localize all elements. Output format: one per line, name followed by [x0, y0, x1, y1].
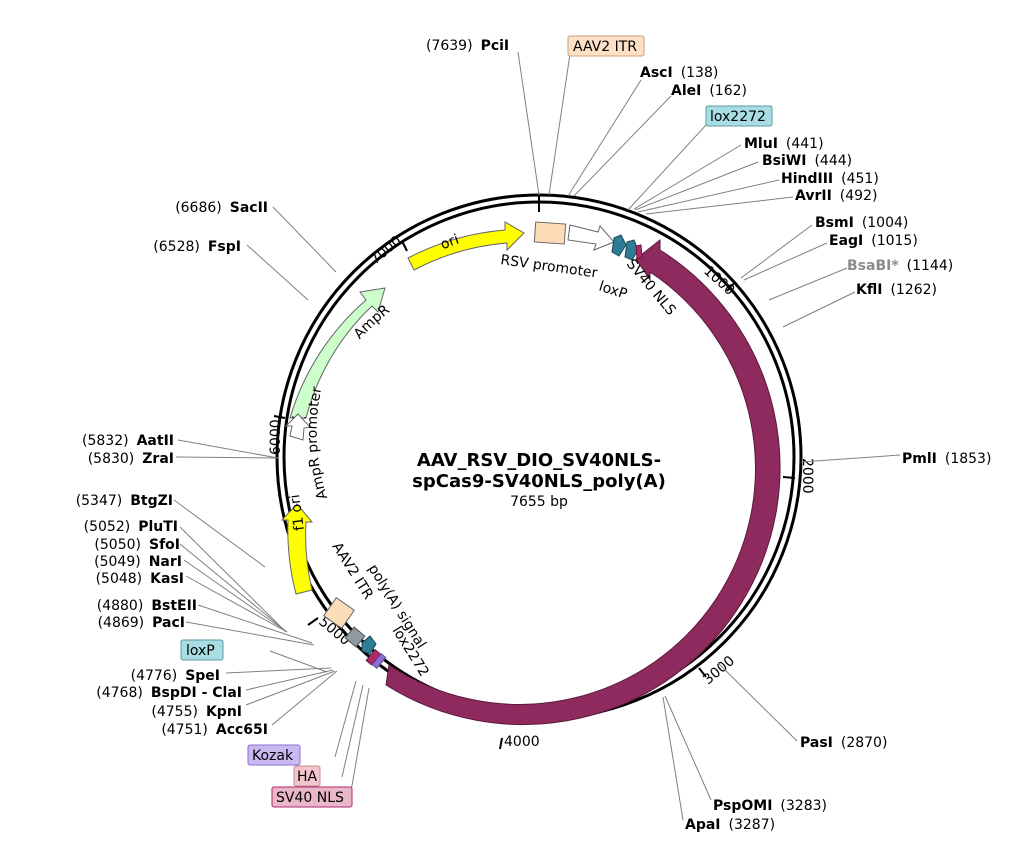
site-bsiwi[interactable]: BsiWI(444): [762, 153, 852, 169]
tick-7000: [401, 240, 408, 252]
site-kpni[interactable]: (4755)KpnI: [151, 704, 242, 720]
plasmid-size: 7655 bp: [510, 494, 568, 510]
f1-ori-feature[interactable]: [280, 503, 314, 595]
site-sfoi[interactable]: (5050)SfoI: [94, 537, 180, 553]
site-psppomi[interactable]: PspOMI(3283): [713, 798, 827, 814]
boxed-labels: AAV2 ITR lox2272 loxP Kozak HA SV40 NLS: [180, 35, 773, 808]
site-kasi[interactable]: (5048)KasI: [96, 571, 184, 587]
sites-right: (7639)PciI AscI(138) AleI(162) MluI(441)…: [426, 38, 991, 833]
rsv-promoter-box[interactable]: [533, 221, 567, 245]
svg-text:Kozak: Kozak: [252, 748, 294, 764]
cas9-feature[interactable]: [385, 238, 781, 726]
site-aatii[interactable]: (5832)AatII: [82, 433, 174, 449]
boxed-loxp[interactable]: loxP: [180, 639, 224, 661]
svg-text:SV40 NLS: SV40 NLS: [276, 790, 344, 806]
loxp-top-label: loxP: [597, 279, 629, 303]
site-bsmi[interactable]: BsmI(1004): [815, 215, 908, 231]
svg-text:HA: HA: [297, 769, 318, 785]
ampr-promoter-feature[interactable]: [284, 413, 311, 441]
svg-text:AmpR promoter: AmpR promoter: [305, 385, 331, 501]
loxp-top-feature[interactable]: [611, 234, 627, 257]
site-zrai[interactable]: (5830)ZraI: [88, 451, 174, 467]
boxed-aav2-itr[interactable]: AAV2 ITR: [567, 35, 645, 57]
tick-5000: [307, 617, 319, 626]
plasmid-name-line2: spCas9-SV40NLS_poly(A): [412, 471, 666, 492]
site-mlui[interactable]: MluI(441): [744, 136, 824, 152]
svg-text:AAV2 ITR: AAV2 ITR: [573, 39, 637, 55]
tick-label-2000: 2000: [799, 458, 815, 494]
tick-2000: [782, 476, 796, 479]
site-nari[interactable]: (5049)NarI: [94, 554, 182, 570]
boxed-lox2272[interactable]: lox2272: [705, 105, 773, 127]
ampr-promoter-label: AmpR promoter: [305, 385, 331, 501]
tick-label-7000: 7000: [367, 233, 405, 268]
aav2-itr-bottom-box[interactable]: [322, 596, 356, 630]
boxed-ha[interactable]: HA: [293, 765, 321, 787]
ori-label: ori: [438, 232, 461, 254]
site-paci[interactable]: (4869)PacI: [98, 615, 185, 631]
sv40-nls-top-feature[interactable]: [635, 244, 643, 260]
site-eagi[interactable]: EagI(1015): [829, 233, 918, 249]
sites-left: (4751)Acc65I (4755)KpnI (4768)BspDI - Cl…: [76, 200, 268, 738]
svg-text:loxP: loxP: [186, 643, 215, 659]
site-pluti[interactable]: (5052)PluTI: [84, 519, 178, 535]
lox2272-bottom-feature[interactable]: [361, 635, 377, 655]
tick-label-4000: 4000: [504, 734, 540, 750]
site-hindiii[interactable]: HindIII(451): [781, 171, 879, 187]
site-bsteii[interactable]: (4880)BstEII: [97, 598, 197, 614]
site-alei[interactable]: AleI(162): [671, 83, 747, 99]
site-pasi[interactable]: PasI(2870): [800, 735, 887, 751]
leader-lines: [173, 51, 901, 821]
site-bspdi-clai[interactable]: (4768)BspDI - ClaI: [96, 685, 242, 701]
kozak-feature[interactable]: [371, 653, 387, 669]
site-btgzi[interactable]: (5347)BtgZI: [76, 493, 173, 509]
site-apai[interactable]: ApaI(3287): [685, 817, 775, 833]
site-fspi[interactable]: (6528)FspI: [153, 239, 241, 255]
plasmid-title: AAV_RSV_DIO_SV40NLS- spCas9-SV40NLS_poly…: [412, 450, 666, 510]
site-avrii[interactable]: AvrII(492): [795, 188, 877, 204]
ori-feature[interactable]: [407, 221, 525, 271]
site-spei[interactable]: (4776)SpeI: [131, 668, 220, 684]
f1-ori-label: f1 ori: [287, 493, 308, 531]
site-pmli[interactable]: PmlI(1853): [902, 451, 991, 467]
site-kfli[interactable]: KflI(1262): [856, 282, 937, 298]
ampr-feature[interactable]: [289, 287, 386, 419]
svg-text:ori: ori: [438, 232, 461, 254]
site-pcii[interactable]: (7639)PciI: [426, 38, 509, 54]
site-acc65i[interactable]: (4751)Acc65I: [161, 722, 268, 738]
rsv-promoter-label: RSV promoter: [499, 252, 598, 281]
tick-marks: [273, 195, 796, 750]
boxed-sv40-nls[interactable]: SV40 NLS: [271, 786, 353, 808]
lox-top-feature[interactable]: [624, 239, 639, 261]
boxed-kozak[interactable]: Kozak: [247, 744, 301, 766]
site-sacii[interactable]: (6686)SacII: [175, 200, 268, 216]
tick-6000: [273, 415, 286, 419]
tick-label-6000: 6000: [268, 419, 284, 455]
rsv-promoter-feature[interactable]: [567, 224, 615, 251]
site-asci[interactable]: AscI(138): [640, 65, 718, 81]
tick-1000: [726, 281, 736, 292]
plasmid-name-line1: AAV_RSV_DIO_SV40NLS-: [417, 450, 661, 471]
svg-text:lox2272: lox2272: [710, 109, 766, 125]
cas9-label: Cas9: [701, 548, 730, 586]
polya-feature[interactable]: [344, 626, 366, 648]
tick-3000: [698, 667, 707, 678]
tick-4000: [499, 737, 503, 750]
svg-text:Cas9: Cas9: [701, 548, 730, 586]
site-bsabi[interactable]: BsaBI*(1144): [847, 258, 953, 274]
